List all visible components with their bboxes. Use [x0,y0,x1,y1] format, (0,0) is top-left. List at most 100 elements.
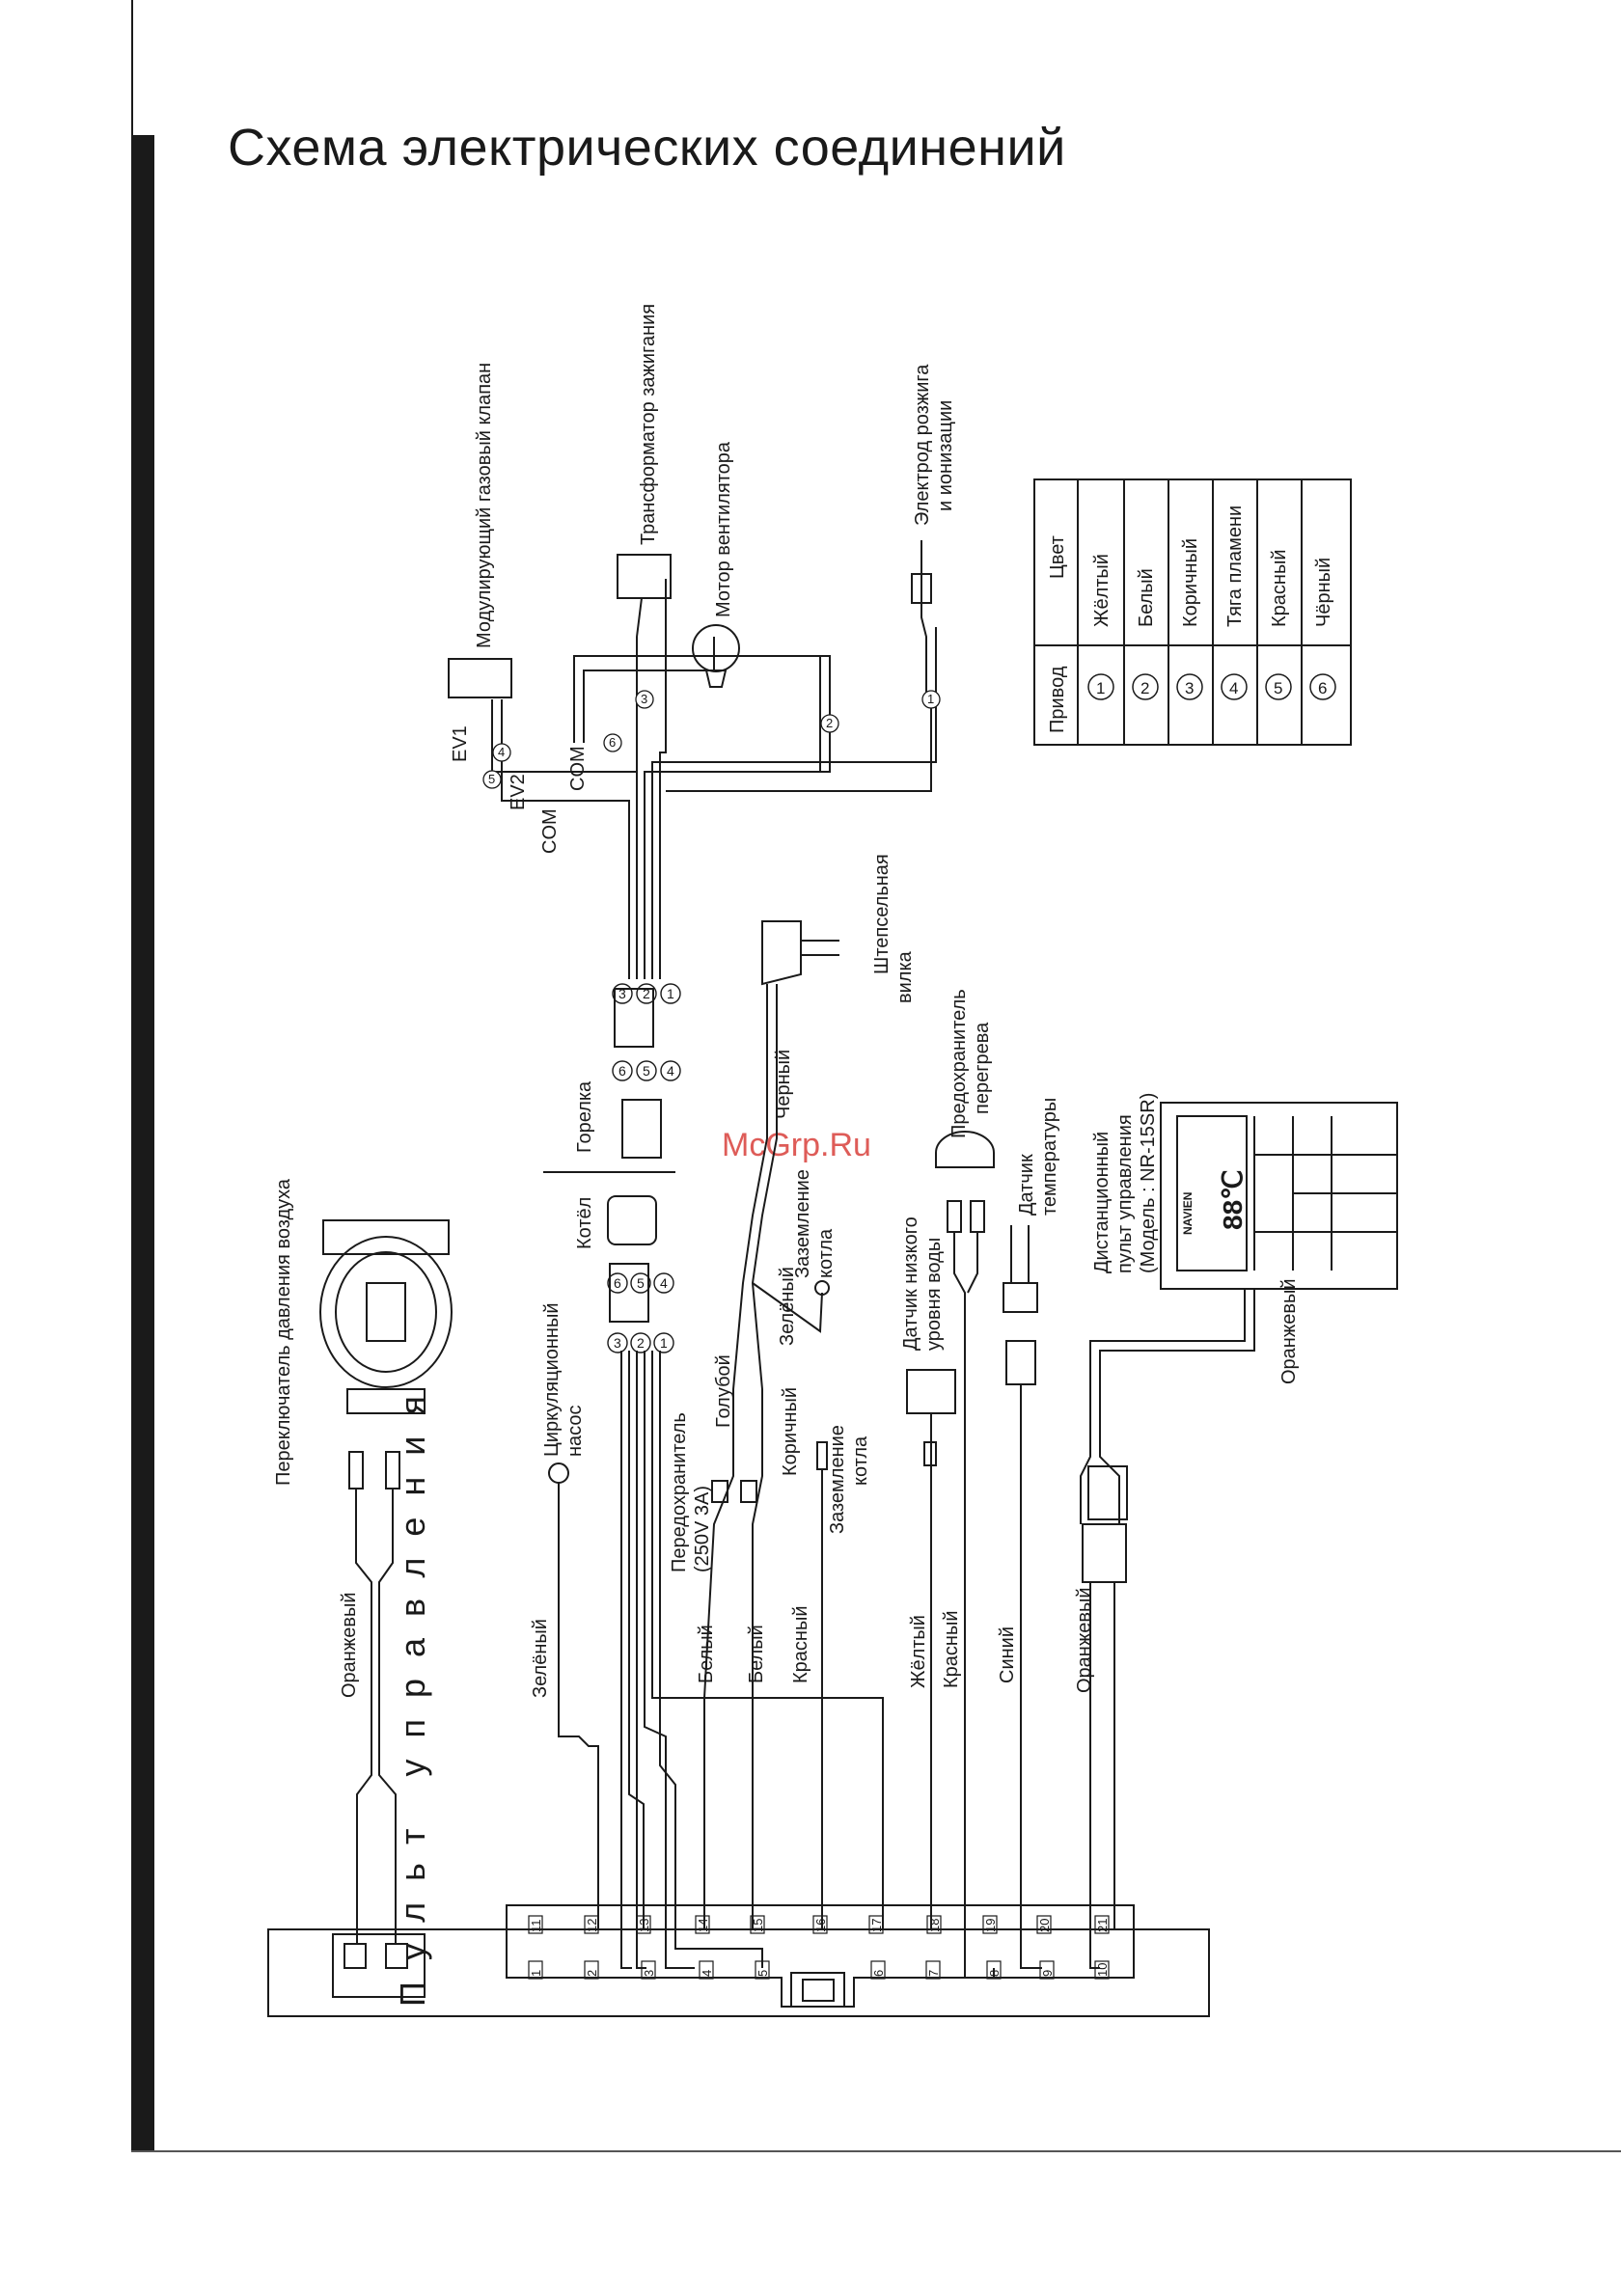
terminal-top-label: 20 [1037,1919,1052,1932]
control-panel-board [267,1928,1210,2017]
label-plug-1: Штепсельная [871,854,893,974]
wire-marker [921,690,941,709]
terminal-bottom [870,1960,886,1980]
pressure-switch-base [346,1388,426,1414]
plug-prongs [801,940,839,956]
terminal-bottom [641,1960,656,1980]
blue-temp-wire-end [1020,1929,1042,1969]
label-low-water-2: уровня воды [923,1238,945,1351]
page-title: Схема электрических соединений [228,119,1066,177]
legend-color: Белый [1136,568,1157,627]
terminal-top-label: 17 [869,1919,884,1932]
legend-header-drive: Привод [1047,666,1068,733]
connector-pin-upper [636,1060,657,1081]
label-pressure-switch: Переключатель давления воздуха [273,1178,294,1486]
label-ignition-transformer: Трансформатор зажигания [638,304,659,545]
label-electrode-2: и ионизации [935,400,956,511]
terminal-bottom-label: 1 [529,1970,543,1977]
connector-pin-upper-label: 3 [618,986,626,1001]
label-circ-pump-2: насос [564,1405,586,1457]
terminal-bottom [1039,1960,1055,1980]
label-electrode-1: Электрод розжига [912,364,933,526]
label-overheat-2: перегрева [972,1022,993,1114]
wire-marker [482,770,502,789]
plug-head [761,920,802,986]
terminal-top-label: 15 [751,1919,765,1932]
pressure-switch-inner [335,1251,437,1373]
pressure-connector-frame [332,1933,426,1998]
circulation-pump-symbol [548,1462,569,1484]
terminal-bottom-label: 9 [1040,1970,1055,1977]
wire-marker [820,714,839,733]
plug-cable-b [751,984,778,1929]
label-gas-valve: Модулирующий газовый клапан [474,363,495,648]
label-ground-3: Заземление [827,1425,848,1534]
legend-num: 4 [1229,679,1238,697]
gas-valve-body [448,658,512,698]
burner-connector [621,1099,662,1159]
wire-orange-remote-a: Оранжевый [1074,1587,1095,1693]
pressure-switch-body [319,1236,453,1388]
low-water-sensor [906,1369,956,1414]
connector-pin-lower [630,1272,651,1294]
label-ground-1: Заземление [792,1169,813,1278]
terminal-top [982,1915,998,1934]
legend-num-circle [1265,673,1292,700]
fan-loop-left [573,655,831,743]
bottom-rule [131,2150,1621,2152]
label-fuse-1: Передохранитель [669,1412,690,1572]
wire-marker [492,743,511,762]
legend-num: 3 [1185,679,1194,697]
terminal-top-label: 19 [983,1919,998,1932]
control-panel-label: Пульт управления [393,1375,432,2007]
legend-num-circle [1221,673,1248,700]
orange-wire-b [378,1489,397,1944]
fuse-b [740,1480,757,1503]
terminal-top [868,1915,884,1934]
orange-remote-wires [1089,1582,1115,1969]
connector-pin-lower-label: 6 [614,1275,621,1291]
terminal-top [812,1915,828,1934]
legend-num-circle [1176,673,1203,700]
terminal-top [695,1915,710,1934]
label-remote-1: Дистанционный [1091,1132,1113,1273]
pressure-pin-a [343,1943,367,1969]
connector-pin-lower-label: 2 [637,1335,645,1351]
legend-num: 6 [1318,679,1327,697]
connector-pin-lower [630,1332,651,1353]
remote-button-grid [1253,1116,1397,1271]
label-remote-2: пульт управления [1114,1114,1136,1273]
terminal-top [528,1915,543,1934]
remote-brand: NAVIEN [1181,1192,1195,1235]
connector-pin-upper-label: 1 [667,986,674,1001]
fan-loop-mid [583,637,715,743]
connector-block-lower [609,1263,649,1323]
label-ground-2: котла [815,1228,837,1278]
legend-color: Красный [1269,550,1290,628]
green-pump-wire [558,1483,599,1929]
terminal-bottom [755,1960,770,1980]
left-black-bar [131,135,154,2151]
pressure-switch-core [366,1282,406,1342]
wire-white-b: Белый [746,1625,767,1683]
terminal-top-label: 14 [696,1919,710,1932]
terminal-bottom [986,1960,1002,1980]
terminal-bottom [528,1960,543,1980]
wire-orange-remote-b: Оранжевый [1278,1278,1300,1384]
wire-black-plug: Чёрный [773,1050,794,1119]
label-temp-sensor-2: температуры [1039,1098,1060,1216]
terminal-top-label: 13 [637,1919,651,1932]
label-ground-4: котла [850,1435,871,1486]
terminal-bottom [584,1960,599,1980]
connector-pin-upper-label: 6 [618,1063,626,1079]
legend-header-color: Цвет [1047,535,1068,579]
wire-marker-label: 5 [488,772,495,786]
label-plug-2: вилка [894,950,916,1003]
terminal-bottom-label: 7 [926,1970,941,1977]
label-fan-motor: Мотор вентилятора [713,441,734,617]
fan-motor-circle [692,624,740,672]
